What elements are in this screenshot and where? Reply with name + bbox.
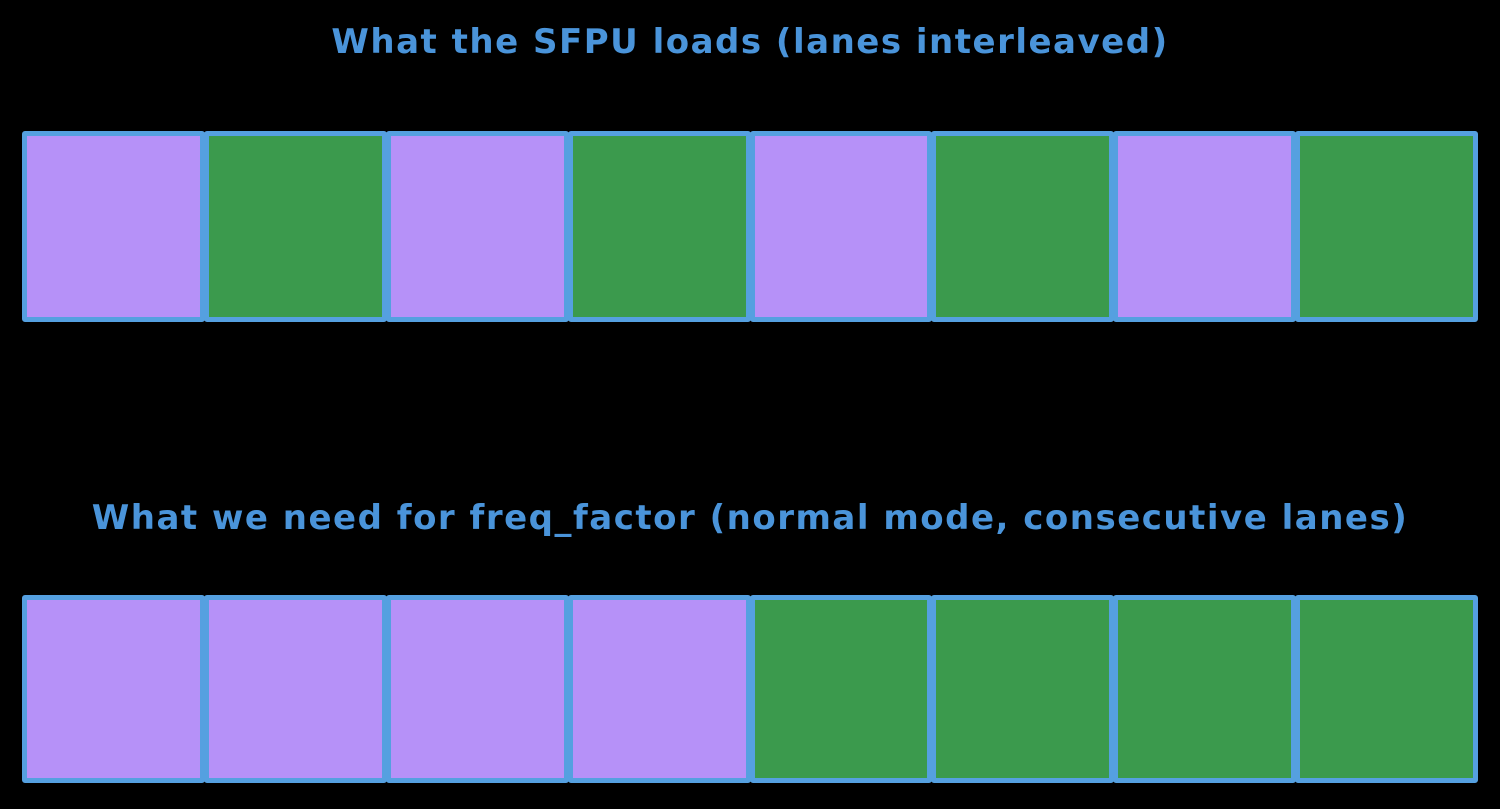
lane-cell-green <box>931 131 1115 322</box>
lane-cell-purple <box>22 595 205 783</box>
lane-cell-green <box>203 131 387 322</box>
lane-cell-green <box>1295 131 1478 322</box>
lane-row-consecutive <box>22 595 1478 783</box>
lane-cell-green <box>1113 595 1297 783</box>
lane-cell-green <box>749 595 933 783</box>
lane-cell-purple <box>385 595 569 783</box>
lane-cell-purple <box>22 131 205 322</box>
lane-cell-purple <box>203 595 387 783</box>
section-title-sfpu-loads: What the SFPU loads (lanes interleaved) <box>331 22 1169 62</box>
lane-cell-purple <box>749 131 933 322</box>
lane-cell-green <box>1295 595 1478 783</box>
lane-cell-purple <box>1113 131 1297 322</box>
lane-cell-green <box>567 131 751 322</box>
lane-cell-purple <box>385 131 569 322</box>
section-title-freq-factor: What we need for freq_factor (normal mod… <box>91 498 1409 538</box>
lane-cell-green <box>931 595 1115 783</box>
lane-row-interleaved <box>22 131 1478 322</box>
lane-cell-purple <box>567 595 751 783</box>
